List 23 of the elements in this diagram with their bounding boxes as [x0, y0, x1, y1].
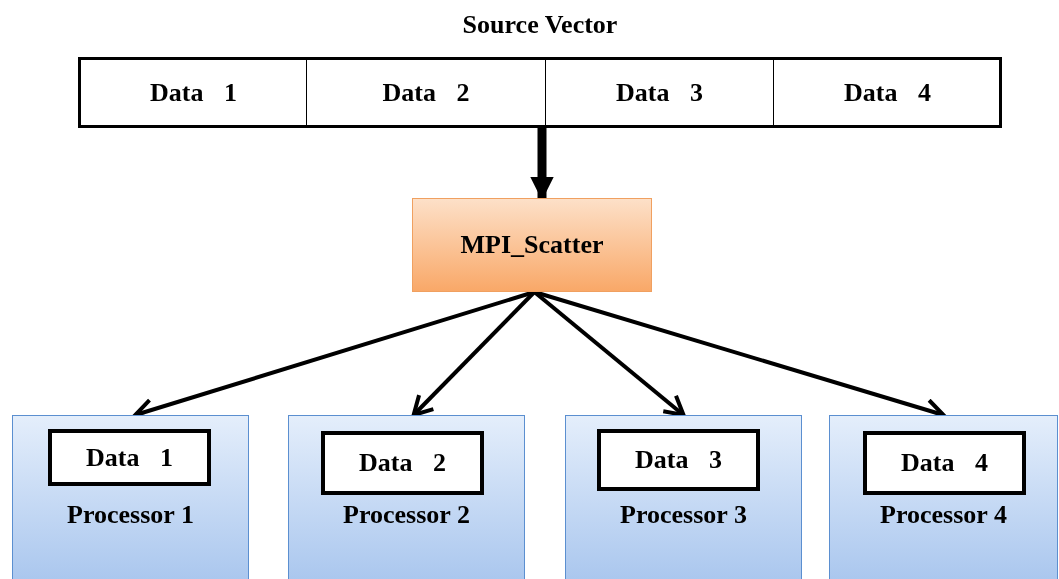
title: Source Vector: [462, 10, 618, 40]
data-box: [863, 431, 1026, 495]
data-label: Data 3: [616, 78, 703, 108]
processor-box: [829, 415, 1058, 579]
processor-box: [288, 415, 525, 579]
processor-box: [12, 415, 249, 579]
processor-label: Processor 3: [620, 500, 747, 530]
data-box: [321, 431, 484, 495]
process-box: [412, 198, 652, 292]
process-label: MPI_Scatter: [460, 230, 604, 260]
data-box: [48, 429, 211, 486]
data-label: Data 4: [844, 78, 931, 108]
data-label: Data 3: [635, 445, 722, 475]
data-label: Data 4: [901, 448, 988, 478]
data-label: Data 1: [86, 442, 173, 473]
data-label: Data 2: [382, 78, 470, 108]
processor-label: Processor 2: [343, 500, 470, 530]
processor-label: Processor 1: [67, 500, 194, 530]
processor-label: Processor 4: [880, 500, 1007, 530]
data-label: Data 1: [150, 78, 237, 108]
data-label: Data 2: [359, 448, 446, 478]
processor-box: [565, 415, 802, 579]
data-box: [597, 429, 760, 491]
